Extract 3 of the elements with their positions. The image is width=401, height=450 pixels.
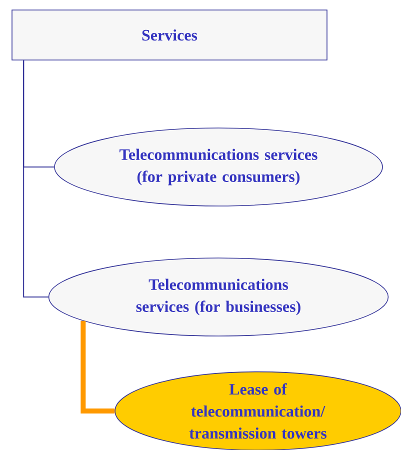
connector-line bbox=[23, 60, 49, 298]
connector-line bbox=[80, 320, 115, 414]
title-box: Services bbox=[12, 10, 328, 60]
